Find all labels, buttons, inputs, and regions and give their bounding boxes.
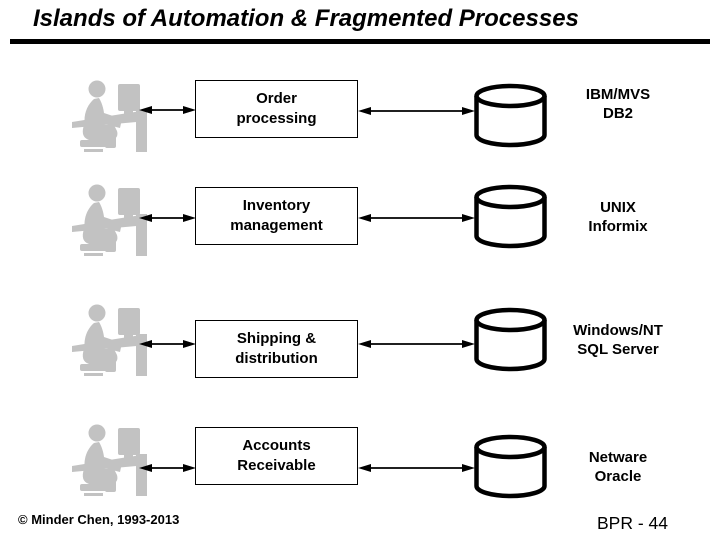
system-label: Netware Oracle	[588, 449, 648, 485]
process-box-label: Accounts Receivable	[237, 437, 316, 474]
double-headed-arrow-icon	[139, 103, 196, 117]
system-label: IBM/MVS DB2	[585, 86, 651, 122]
database-cylinder-icon	[472, 184, 549, 250]
database-cylinder-icon	[472, 307, 549, 373]
double-headed-arrow-icon	[358, 337, 475, 351]
double-headed-arrow-icon	[139, 211, 196, 225]
database-cylinder-icon	[472, 434, 549, 500]
double-headed-arrow-icon	[358, 104, 475, 118]
double-headed-arrow-icon	[139, 337, 196, 351]
person-at-computer-icon	[72, 184, 148, 256]
process-box: Shipping & distribution	[195, 320, 358, 378]
person-at-computer-icon	[72, 424, 148, 496]
double-headed-arrow-icon	[358, 211, 475, 225]
page-title: Islands of Automation & Fragmented Proce…	[33, 5, 579, 32]
double-headed-arrow-icon	[139, 461, 196, 475]
process-box: Accounts Receivable	[195, 427, 358, 485]
process-box: Order processing	[195, 80, 358, 138]
person-at-computer-icon	[72, 304, 148, 376]
person-at-computer-icon	[72, 80, 148, 152]
footer-page-number: BPR - 44	[597, 513, 668, 533]
database-cylinder-icon	[472, 83, 549, 149]
footer-copyright: © Minder Chen, 1993-2013	[18, 512, 180, 527]
process-box-label: Shipping & distribution	[235, 330, 318, 367]
system-label: UNIX Informix	[588, 199, 648, 235]
system-label: Windows/NT SQL Server	[573, 322, 663, 358]
process-box-label: Order processing	[236, 90, 317, 127]
title-underline	[10, 39, 710, 44]
process-box-label: Inventory management	[230, 197, 323, 234]
process-box: Inventory management	[195, 187, 358, 245]
double-headed-arrow-icon	[358, 461, 475, 475]
